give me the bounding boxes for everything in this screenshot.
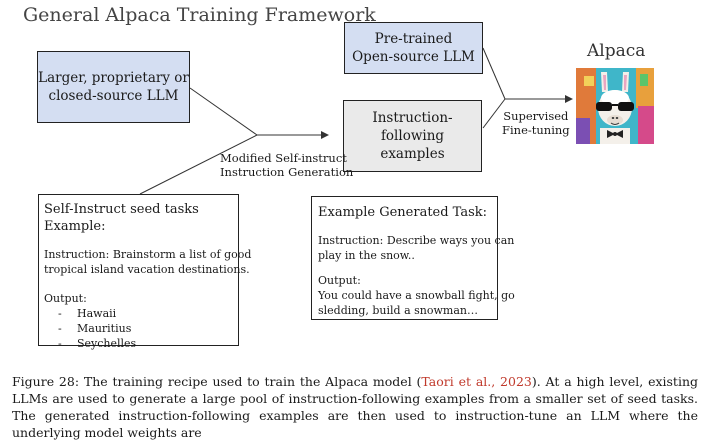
generated-task-box: Example Generated Task: Instruction: Des… (311, 196, 498, 320)
citation-link[interactable]: Taori et al., 2023 (421, 374, 531, 389)
seed-instruction-line-1: Instruction: Brainstorm a list of good (44, 247, 238, 262)
bullet-dash: - (44, 336, 77, 351)
figure-caption: Figure 28: The training recipe used to t… (12, 373, 698, 441)
proprietary-llm-box: Larger, proprietary or closed-source LLM (37, 51, 190, 123)
list-item-label: Hawaii (77, 307, 116, 320)
instruction-examples-box: Instruction-following examples (343, 100, 482, 172)
generated-output-label: Output: (318, 273, 497, 288)
seed-tasks-box: Self-Instruct seed tasks Example: Instru… (38, 194, 239, 346)
list-item-label: Seychelles (77, 337, 136, 350)
generated-instruction-line-2: play in the snow.. (318, 248, 497, 263)
instruction-examples-line-1: Instruction-following (344, 109, 481, 145)
generated-output-line-1: You could have a snowball fight, go (318, 288, 497, 303)
finetune-label-line-2: Fine-tuning (502, 123, 570, 137)
self-instruct-label-line-2: Instruction Generation (220, 165, 353, 179)
self-instruct-label: Modified Self-instruct Instruction Gener… (220, 151, 353, 179)
citation-year: 2023 (500, 374, 532, 389)
finetune-label: Supervised Fine-tuning (502, 109, 570, 137)
seed-tasks-heading: Self-Instruct seed tasks (44, 201, 238, 218)
pretrained-to-finetune-line (483, 48, 505, 99)
list-item: -Hawaii (44, 306, 238, 321)
caption-prefix: Figure 28: The training recipe used to t… (12, 374, 421, 389)
bullet-dash: - (44, 306, 77, 321)
generated-task-heading: Example Generated Task: (318, 204, 497, 221)
pretrained-llm-box: Pre-trained Open-source LLM (344, 22, 483, 74)
seed-instruction-line-2: tropical island vacation destinations. (44, 262, 238, 277)
proprietary-llm-line-1: Larger, proprietary or (38, 69, 189, 87)
finetune-label-line-1: Supervised (502, 109, 570, 123)
alpaca-sunglasses-image (576, 68, 654, 144)
proprietary-llm-line-2: closed-source LLM (49, 87, 179, 105)
bullet-dash: - (44, 321, 77, 336)
pretrained-llm-line-2: Open-source LLM (352, 48, 475, 66)
list-item: -Mauritius (44, 321, 238, 336)
alpaca-label: Alpaca (587, 41, 645, 61)
list-item-label: Mauritius (77, 322, 131, 335)
list-item: -Seychelles (44, 336, 238, 351)
generated-output-line-2: sledding, build a snowman… (318, 303, 497, 318)
self-instruct-label-line-1: Modified Self-instruct (220, 151, 353, 165)
seed-tasks-example-label: Example: (44, 218, 238, 235)
llm-to-merge-line (190, 88, 257, 135)
citation-name: Taori et al., (421, 374, 500, 389)
instruction-examples-line-2: examples (380, 145, 444, 163)
pretrained-llm-line-1: Pre-trained (375, 30, 453, 48)
generated-instruction-line-1: Instruction: Describe ways you can (318, 233, 497, 248)
seed-output-label: Output: (44, 291, 238, 306)
seed-output-list: -Hawaii -Mauritius -Seychelles (44, 306, 238, 351)
